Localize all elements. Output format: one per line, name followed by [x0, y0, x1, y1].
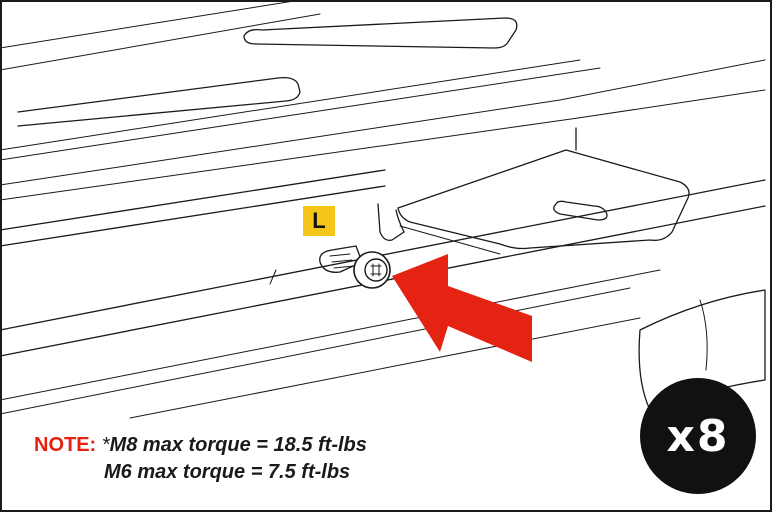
note-line-m6: M6 max torque = 7.5 ft-lbs — [104, 461, 351, 483]
note-line-m8: M8 max torque = 18.5 ft-lbs — [109, 434, 367, 456]
panel-ridge-2 — [0, 67, 601, 161]
side-housing-inner — [699, 299, 708, 371]
bracket-tab — [397, 149, 690, 250]
bracket-underside — [399, 225, 501, 255]
rail-line-5 — [0, 269, 661, 401]
bracket-hook — [377, 203, 405, 241]
panel-ridge-6 — [577, 89, 766, 119]
note-marker: * — [101, 434, 110, 456]
rail-line-7 — [129, 317, 641, 419]
panel-ridge-3 — [0, 99, 561, 186]
torque-note: NOTE: *M8 max torque = 18.5 ft-lbs M6 ma… — [34, 432, 367, 486]
panel-ridge-5 — [559, 59, 766, 101]
note-row-2: M6 max torque = 7.5 ft-lbs — [34, 459, 367, 486]
callout-badge: L — [303, 206, 335, 236]
panel-ridge-1 — [0, 59, 581, 151]
panel-slot-left — [17, 76, 301, 127]
panel-top-edge — [0, 0, 301, 49]
panel-ridge-4 — [0, 117, 579, 201]
rail-line-1 — [0, 169, 386, 231]
rail-line-2 — [0, 185, 386, 247]
note-row-1: NOTE: *M8 max torque = 18.5 ft-lbs — [34, 432, 367, 459]
bolt-with-washer-icon — [319, 245, 391, 289]
rail-line-8 — [269, 269, 277, 285]
panel-top-edge-2 — [0, 13, 321, 71]
panel-slot-upper — [243, 17, 518, 49]
bracket-slot — [553, 200, 608, 221]
rail-line-6 — [0, 287, 631, 415]
insert-arrow-icon — [392, 254, 532, 362]
note-label: NOTE: — [34, 434, 97, 456]
quantity-badge: x8 — [640, 378, 756, 494]
